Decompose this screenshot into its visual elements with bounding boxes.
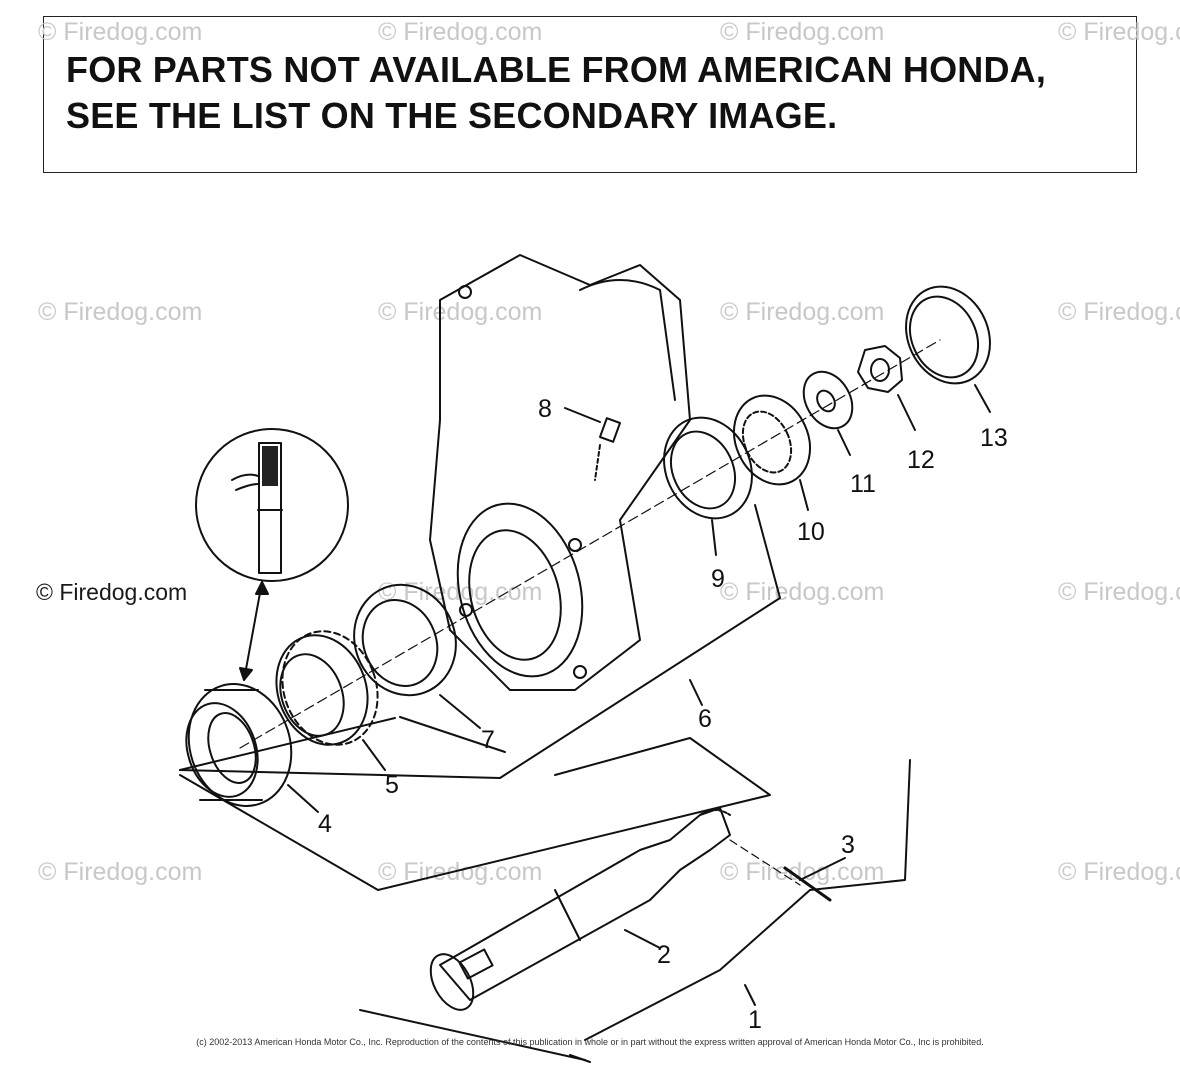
callout-5: 5 xyxy=(385,771,399,799)
notice-line-1: FOR PARTS NOT AVAILABLE FROM AMERICAN HO… xyxy=(66,49,1047,90)
part-13-cap xyxy=(905,285,991,413)
watermark: © Firedog.com xyxy=(38,858,203,886)
callout-4: 4 xyxy=(318,810,332,838)
part-5-bearing xyxy=(275,630,379,746)
callout-6: 6 xyxy=(698,705,712,733)
part-12-nut xyxy=(857,345,916,431)
watermark: © Firedog.com xyxy=(1058,858,1180,886)
part-2-spindle xyxy=(429,807,801,1011)
callout-12: 12 xyxy=(907,446,935,474)
part-6-hub xyxy=(429,254,691,691)
watermark: © Firedog.com xyxy=(720,298,885,326)
callout-1: 1 xyxy=(748,1006,762,1034)
watermark: © Firedog.com xyxy=(1058,298,1180,326)
copyright-notice: (c) 2002-2013 American Honda Motor Co., … xyxy=(196,1037,984,1047)
watermark: © Firedog.com xyxy=(378,858,543,886)
part-9-race xyxy=(663,416,753,556)
callout-3: 3 xyxy=(841,831,855,859)
callout-2: 2 xyxy=(657,941,671,969)
watermark: © Firedog.com xyxy=(1058,18,1180,46)
callout-8: 8 xyxy=(538,395,552,423)
part-11-washer xyxy=(802,370,854,456)
part-8-fitting xyxy=(564,407,621,481)
callout-9: 9 xyxy=(711,565,725,593)
callout-11: 11 xyxy=(850,470,876,498)
watermark: © Firedog.com xyxy=(1058,578,1180,606)
part-7-race xyxy=(353,583,457,697)
inset-circle xyxy=(195,428,349,582)
group-bracket-6 xyxy=(179,717,396,771)
group-bracket-1 xyxy=(584,759,911,1041)
group-bracket-6 xyxy=(179,504,781,779)
notice-line-2: SEE THE LIST ON THE SECONDARY IMAGE. xyxy=(66,95,838,136)
watermark: © Firedog.com xyxy=(378,18,543,46)
part-3-cotter-pin xyxy=(783,857,846,902)
callout-10: 10 xyxy=(797,518,825,546)
notice-box: FOR PARTS NOT AVAILABLE FROM AMERICAN HO… xyxy=(43,16,1137,173)
callout-13: 13 xyxy=(980,424,1008,452)
watermark: © Firedog.com xyxy=(378,298,543,326)
watermark: © Firedog.com xyxy=(720,18,885,46)
watermark: © Firedog.com xyxy=(38,298,203,326)
callout-7: 7 xyxy=(481,726,495,754)
watermark: © Firedog.com xyxy=(38,18,203,46)
part-10-bearing xyxy=(733,394,811,511)
group-bracket-1 xyxy=(179,737,771,891)
watermark-dark: © Firedog.com xyxy=(36,579,188,605)
watermark: © Firedog.com xyxy=(720,578,885,606)
